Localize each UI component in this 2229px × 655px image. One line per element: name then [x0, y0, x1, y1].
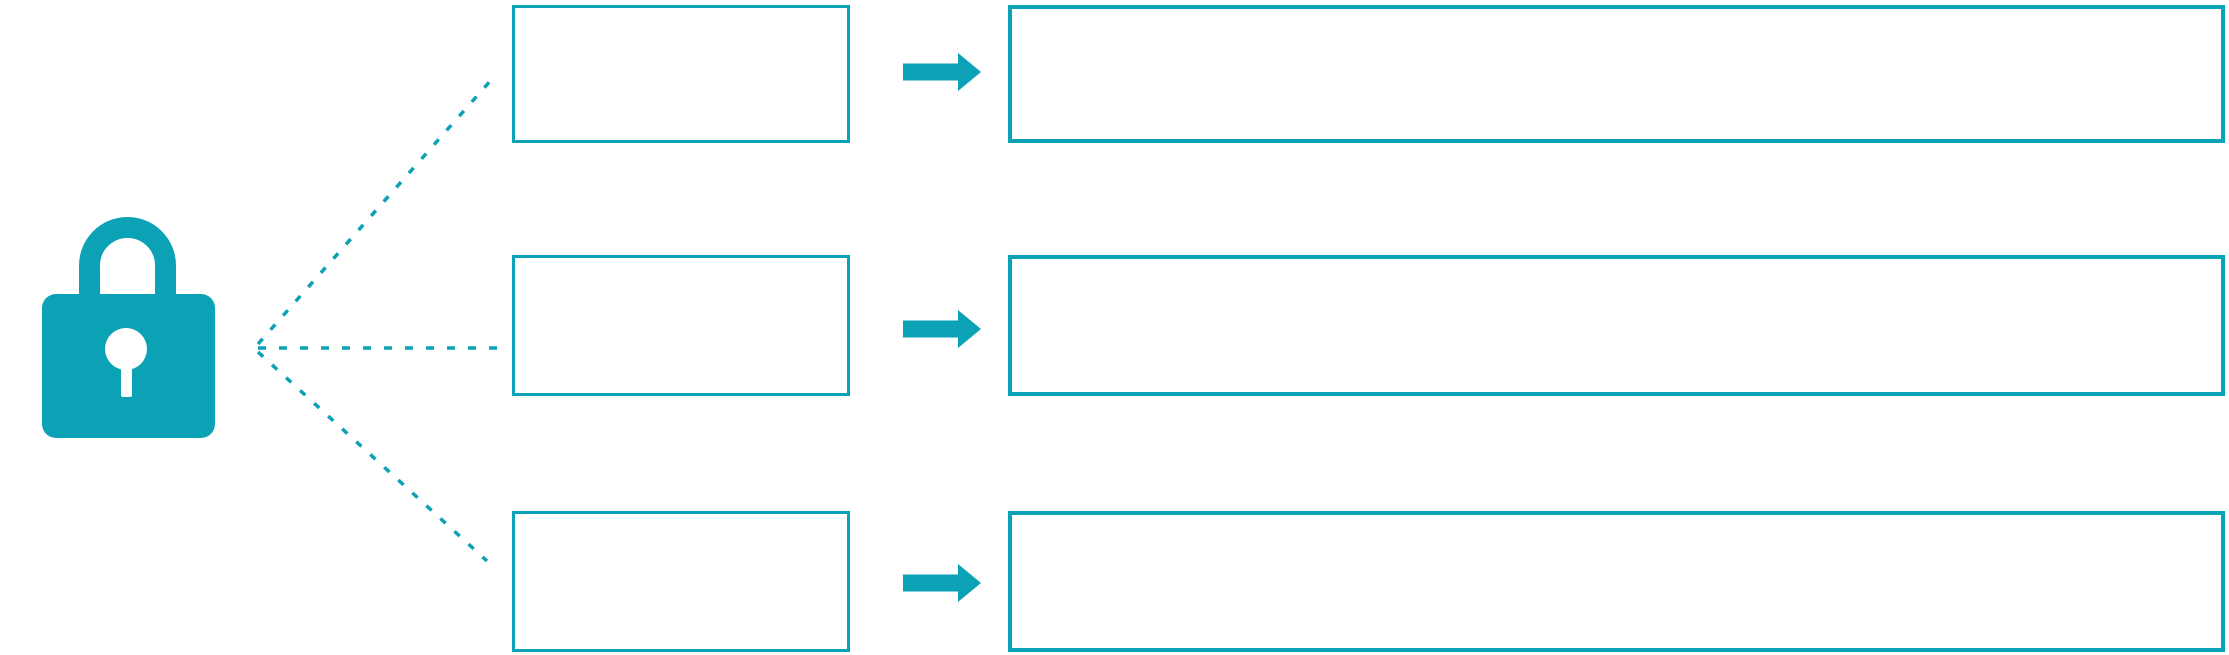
dotted-connector-top [256, 77, 494, 346]
target-box-2 [1008, 255, 2225, 396]
target-box-3 [1008, 511, 2225, 652]
target-box-1 [1008, 5, 2225, 143]
lock-shackle [79, 217, 176, 323]
lock-icon [42, 217, 215, 438]
right-arrow-icon-2 [903, 310, 981, 348]
source-box-3 [512, 511, 850, 652]
source-box-2 [512, 255, 850, 396]
right-arrow-icon-3 [903, 564, 981, 602]
right-arrow-icon-1 [903, 53, 981, 91]
dotted-connector-bottom [256, 350, 489, 563]
lock-keyhole-stem [121, 357, 132, 397]
source-box-1 [512, 5, 850, 143]
lock-keyhole-circle [105, 328, 147, 370]
